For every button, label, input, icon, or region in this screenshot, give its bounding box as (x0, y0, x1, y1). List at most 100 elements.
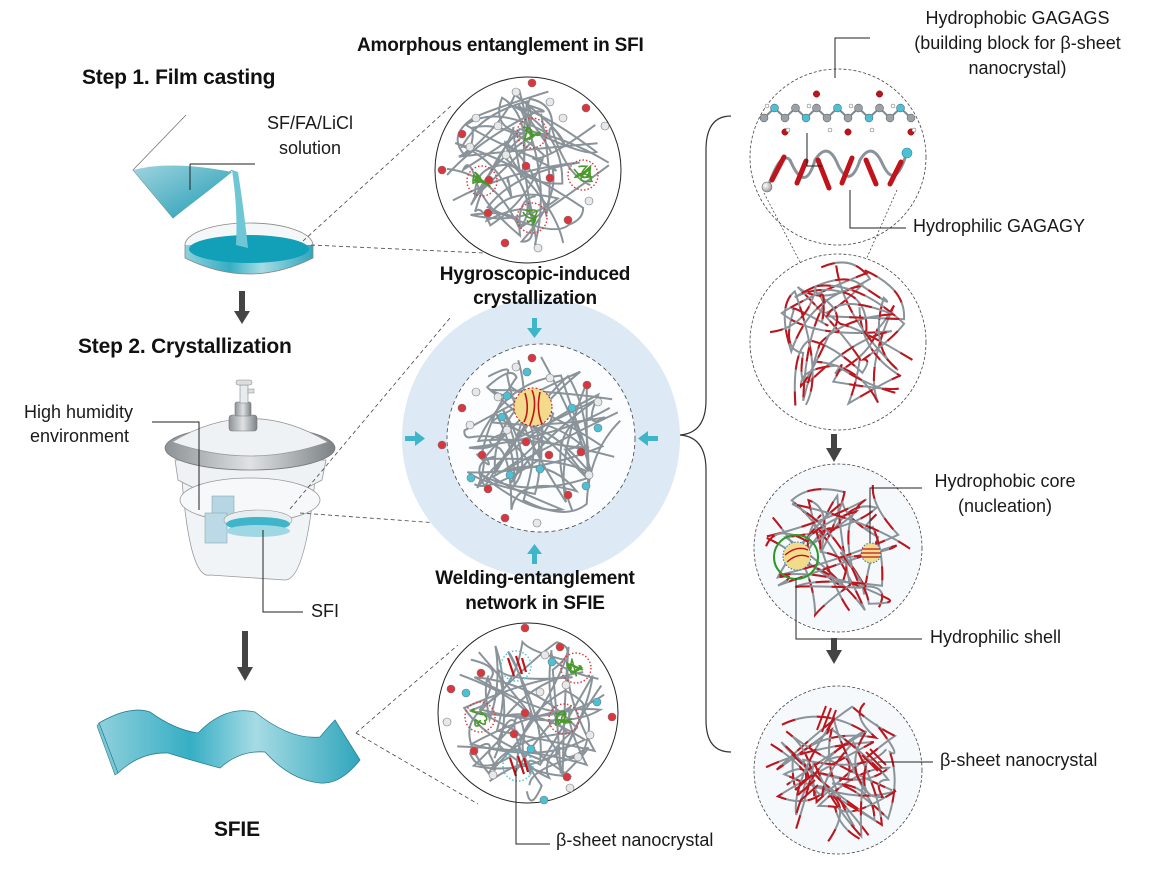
particle-dot (535, 687, 545, 697)
hydrophilic-knot (573, 164, 594, 183)
hydrophobic-segment (839, 155, 855, 186)
particle-dot (493, 121, 503, 131)
amorphous-entanglement-circle (434, 76, 622, 264)
hydrophobic-segment (802, 269, 906, 402)
core-label-line1: Hydrophobic core (934, 471, 1076, 491)
particle-dot (547, 657, 557, 667)
particle-dot (584, 196, 594, 206)
particle-dot (465, 420, 475, 430)
particle-dot (539, 795, 549, 805)
hydrophilic-knot (522, 124, 541, 142)
polymer-chain (766, 498, 880, 595)
particle-dot (471, 113, 481, 123)
hygroscopic-crystallization-circle (402, 299, 680, 577)
gagags-label-line2: (building block for β-sheet (914, 33, 1121, 53)
beta-sheet-ring (502, 750, 534, 782)
hydrophobic-segment (765, 730, 893, 803)
particle-dot (567, 403, 577, 413)
polymer-chain (468, 639, 605, 771)
nucleation-circle (753, 463, 923, 633)
particle-dot (457, 403, 467, 413)
molecule-atom (885, 113, 895, 123)
particle-dot (471, 387, 481, 397)
beta-sheet-ring (500, 650, 532, 682)
molecule-atom (896, 103, 905, 113)
humidity-label-line2: environment (30, 426, 130, 446)
cluster-ring (464, 701, 496, 733)
hydrophobic-segment (863, 157, 879, 187)
particle-dot (493, 392, 503, 402)
particle-dot (573, 752, 583, 762)
particle-dot (446, 684, 456, 694)
particle-dot (600, 121, 610, 131)
particle-dot (476, 668, 486, 678)
inward-arrows-icon (405, 318, 658, 564)
particle-dot (520, 623, 530, 633)
particle-dot (483, 484, 493, 494)
molecule-atom (759, 113, 769, 123)
particle-dot (563, 215, 573, 225)
particle-dot (511, 362, 521, 372)
hydrophobic-segment (794, 265, 899, 371)
particle-dot (563, 490, 573, 500)
particle-dot (511, 87, 521, 97)
particle-dot (532, 518, 542, 528)
panel3-title-line1: Welding-entanglement (435, 568, 635, 589)
cluster-ring (560, 652, 592, 684)
particle-dot (465, 142, 475, 152)
down-arrow-icon (826, 638, 842, 664)
gagags-label-line1: Hydrophobic GAGAGS (925, 8, 1110, 28)
cluster-ring (548, 703, 580, 735)
hydrophilic-knot (554, 710, 572, 726)
shell-label: Hydrophilic shell (930, 627, 1062, 647)
hydrogen-atom (890, 103, 896, 109)
particle-dot (540, 650, 550, 660)
oxygen-atom (876, 90, 883, 98)
particle-dot (581, 103, 591, 113)
molecule-atom (780, 113, 790, 123)
molecule-atom (801, 113, 811, 123)
sfie-film-icon (96, 709, 361, 784)
particle-dot (501, 150, 511, 160)
particle-dot (437, 165, 447, 175)
particle-dot (584, 470, 594, 480)
particle-dot (520, 708, 530, 718)
particle-dot (483, 208, 493, 218)
hydrophobic-segment (796, 261, 902, 406)
particle-dot (593, 397, 603, 407)
particle-dot (533, 243, 543, 253)
beta-sheet-label-right: β-sheet nanocrystal (940, 750, 1098, 770)
panel2-title-line1: Hygroscopic-induced (439, 264, 631, 285)
polymer-chain (790, 488, 884, 611)
particle-dot (545, 373, 555, 383)
particle-dot (581, 481, 591, 491)
curly-brace (679, 115, 732, 753)
welding-entanglement-circle (437, 622, 619, 805)
molecule-atom (854, 103, 863, 113)
particle-dot (585, 730, 595, 740)
molecule-atom (812, 103, 821, 113)
particle-dot (545, 97, 555, 107)
polymer-chain (456, 90, 566, 162)
particle-dot (469, 746, 479, 756)
particle-dot (509, 729, 519, 739)
panel1-title: Amorphous entanglement in SFI (357, 35, 644, 56)
hydrogen-atom (785, 127, 791, 133)
polymer-chain (779, 484, 900, 605)
particle-dot (562, 772, 572, 782)
core-label-line2: (nucleation) (957, 496, 1053, 516)
cluster-ring (516, 117, 548, 149)
molecule-atom (906, 113, 916, 123)
molecule-atom (770, 103, 779, 113)
gagagy-label: Hydrophilic GAGAGY (913, 216, 1086, 236)
particle-dot (527, 353, 537, 363)
particle-dot (502, 425, 512, 435)
step1-title: Step 1. Film casting (82, 66, 276, 89)
sfie-label: SFIE (214, 818, 260, 841)
molecular-structure-circle (749, 68, 927, 246)
particle-dot (502, 391, 512, 401)
polymer-chain (503, 89, 599, 219)
hydrophobic-segment (769, 154, 787, 183)
molecule-atom (833, 103, 842, 113)
particle-dot (555, 642, 565, 652)
